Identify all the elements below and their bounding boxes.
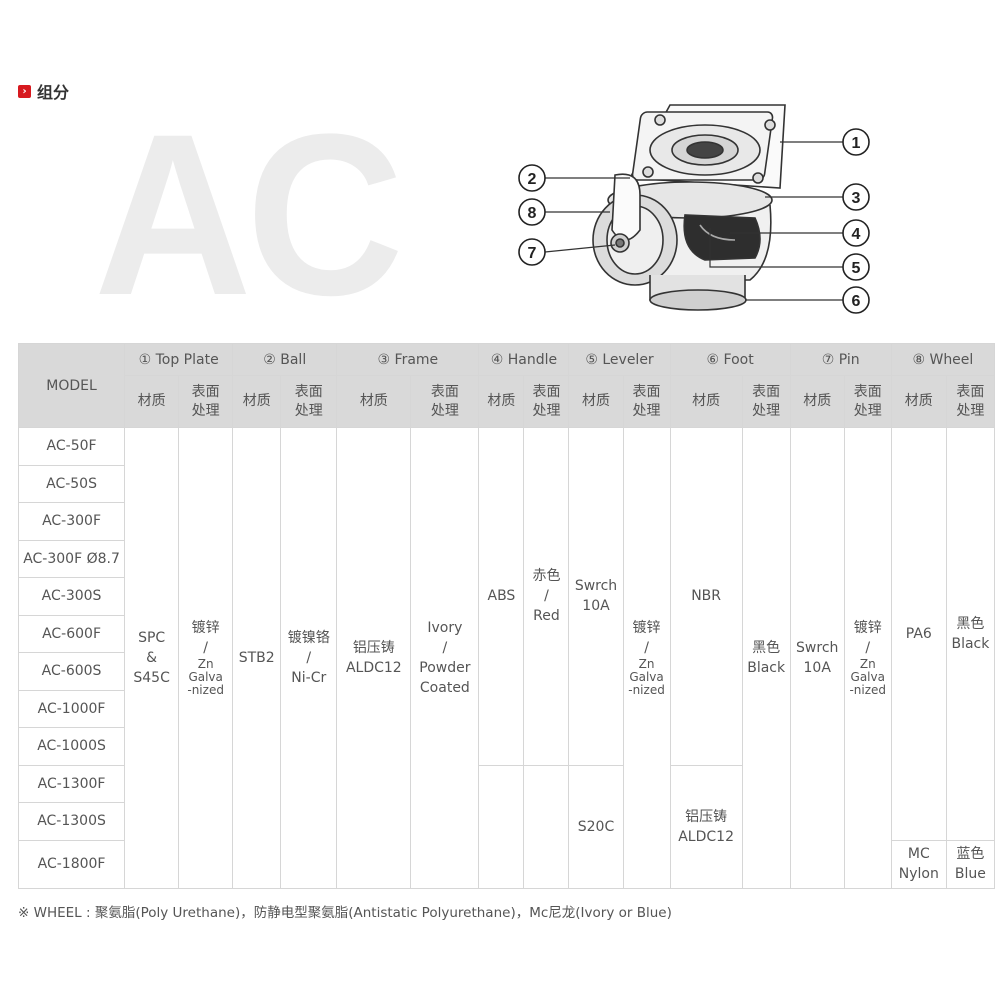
group-pin: ⑦ Pin <box>789 343 892 376</box>
callout-4: 4 <box>842 219 870 247</box>
watermark-ac: AC <box>94 86 404 343</box>
callout-lines <box>544 141 843 301</box>
table-row: AC-600F <box>17 614 995 653</box>
model-cell: AC-300F <box>17 502 126 541</box>
model-cell: AC-1300F <box>17 764 126 803</box>
callout-5: 5 <box>842 253 870 281</box>
model-cell: AC-300F Ø8.7 <box>17 539 126 578</box>
table-row: AC-1300S <box>17 802 995 841</box>
sub-surface: 表面处理 <box>622 375 671 428</box>
group-top-plate: ① Top Plate <box>124 343 234 376</box>
callout-2: 2 <box>518 164 546 192</box>
ball-surface: 镀镍铬/Ni-Cr <box>280 427 338 889</box>
sub-surface: 表面处理 <box>178 375 234 428</box>
sub-surface: 表面处理 <box>410 375 480 428</box>
section-header: › 组分 <box>18 79 69 103</box>
handle-surface-empty <box>523 764 570 889</box>
model-cell: AC-1000S <box>17 727 126 766</box>
svg-text:5: 5 <box>852 260 861 277</box>
callout-7: 7 <box>518 238 546 266</box>
wheel-note: ※ WHEEL : 聚氨脂(Poly Urethane)，防静电型聚氨脂(Ant… <box>18 905 672 921</box>
callout-8: 8 <box>518 198 546 226</box>
foot-material-a: NBR <box>669 427 743 766</box>
sub-material: 材质 <box>232 375 282 428</box>
svg-text:2: 2 <box>528 171 537 188</box>
section-title: 组分 <box>37 83 70 102</box>
sub-surface: 表面处理 <box>523 375 570 428</box>
svg-text:4: 4 <box>852 226 861 243</box>
group-wheel: ⑧ Wheel <box>890 343 996 376</box>
svg-text:8: 8 <box>528 205 537 222</box>
caster-illustration <box>592 104 786 311</box>
section-marker-icon: › <box>18 84 31 98</box>
sub-surface: 表面处理 <box>280 375 338 428</box>
sub-material: 材质 <box>568 375 624 428</box>
table-row: AC-1000S <box>17 727 995 766</box>
sub-surface: 表面处理 <box>741 375 791 428</box>
svg-text:7: 7 <box>528 245 537 262</box>
component-spec-table: MODEL ① Top Plate ② Ball ③ Frame ④ Handl… <box>17 343 996 889</box>
callout-1: 1 <box>842 128 870 156</box>
wheel-material-a: PA6 <box>890 427 947 841</box>
model-cell: AC-50S <box>17 464 126 503</box>
table-row: AC-300S <box>17 577 995 616</box>
table-row: AC-50S <box>17 464 995 503</box>
model-cell: AC-600S <box>17 652 126 691</box>
sub-material: 材质 <box>669 375 743 428</box>
sub-material: 材质 <box>789 375 845 428</box>
sub-surface: 表面处理 <box>843 375 892 428</box>
top-plate-material: SPC&S45C <box>124 427 180 889</box>
group-leveler: ⑤ Leveler <box>568 343 671 376</box>
model-cell: AC-600F <box>17 614 126 653</box>
svg-text:1: 1 <box>852 135 861 152</box>
handle-material: ABS <box>478 427 525 766</box>
model-cell: AC-1000F <box>17 689 126 728</box>
group-foot: ⑥ Foot <box>669 343 791 376</box>
ball-material: STB2 <box>232 427 282 889</box>
svg-text:6: 6 <box>852 293 861 310</box>
handle-surface: 赤色/Red <box>523 427 570 766</box>
model-cell: AC-1800F <box>17 839 126 889</box>
model-cell: AC-50F <box>17 427 126 466</box>
sub-material: 材质 <box>124 375 180 428</box>
model-cell: AC-300S <box>17 577 126 616</box>
group-handle: ④ Handle <box>478 343 570 376</box>
callout-3: 3 <box>842 183 870 211</box>
svg-text:3: 3 <box>852 190 861 207</box>
sub-surface: 表面处理 <box>945 375 996 428</box>
callout-6: 6 <box>842 286 870 314</box>
handle-material-empty <box>478 764 525 889</box>
table-row: AC-600S <box>17 652 995 691</box>
group-ball: ② Ball <box>232 343 338 376</box>
parts-diagram: 1 2 3 4 5 6 7 8 <box>518 104 870 314</box>
sub-material: 材质 <box>336 375 412 428</box>
group-frame: ③ Frame <box>336 343 480 376</box>
leveler-material-b: S20C <box>568 764 624 889</box>
table-row: AC-1000F <box>17 689 995 728</box>
model-header: MODEL <box>17 343 126 428</box>
sub-material: 材质 <box>890 375 947 428</box>
model-cell: AC-1300S <box>17 802 126 841</box>
table-row: AC-300F Ø8.7 <box>17 539 995 578</box>
sub-material: 材质 <box>478 375 525 428</box>
